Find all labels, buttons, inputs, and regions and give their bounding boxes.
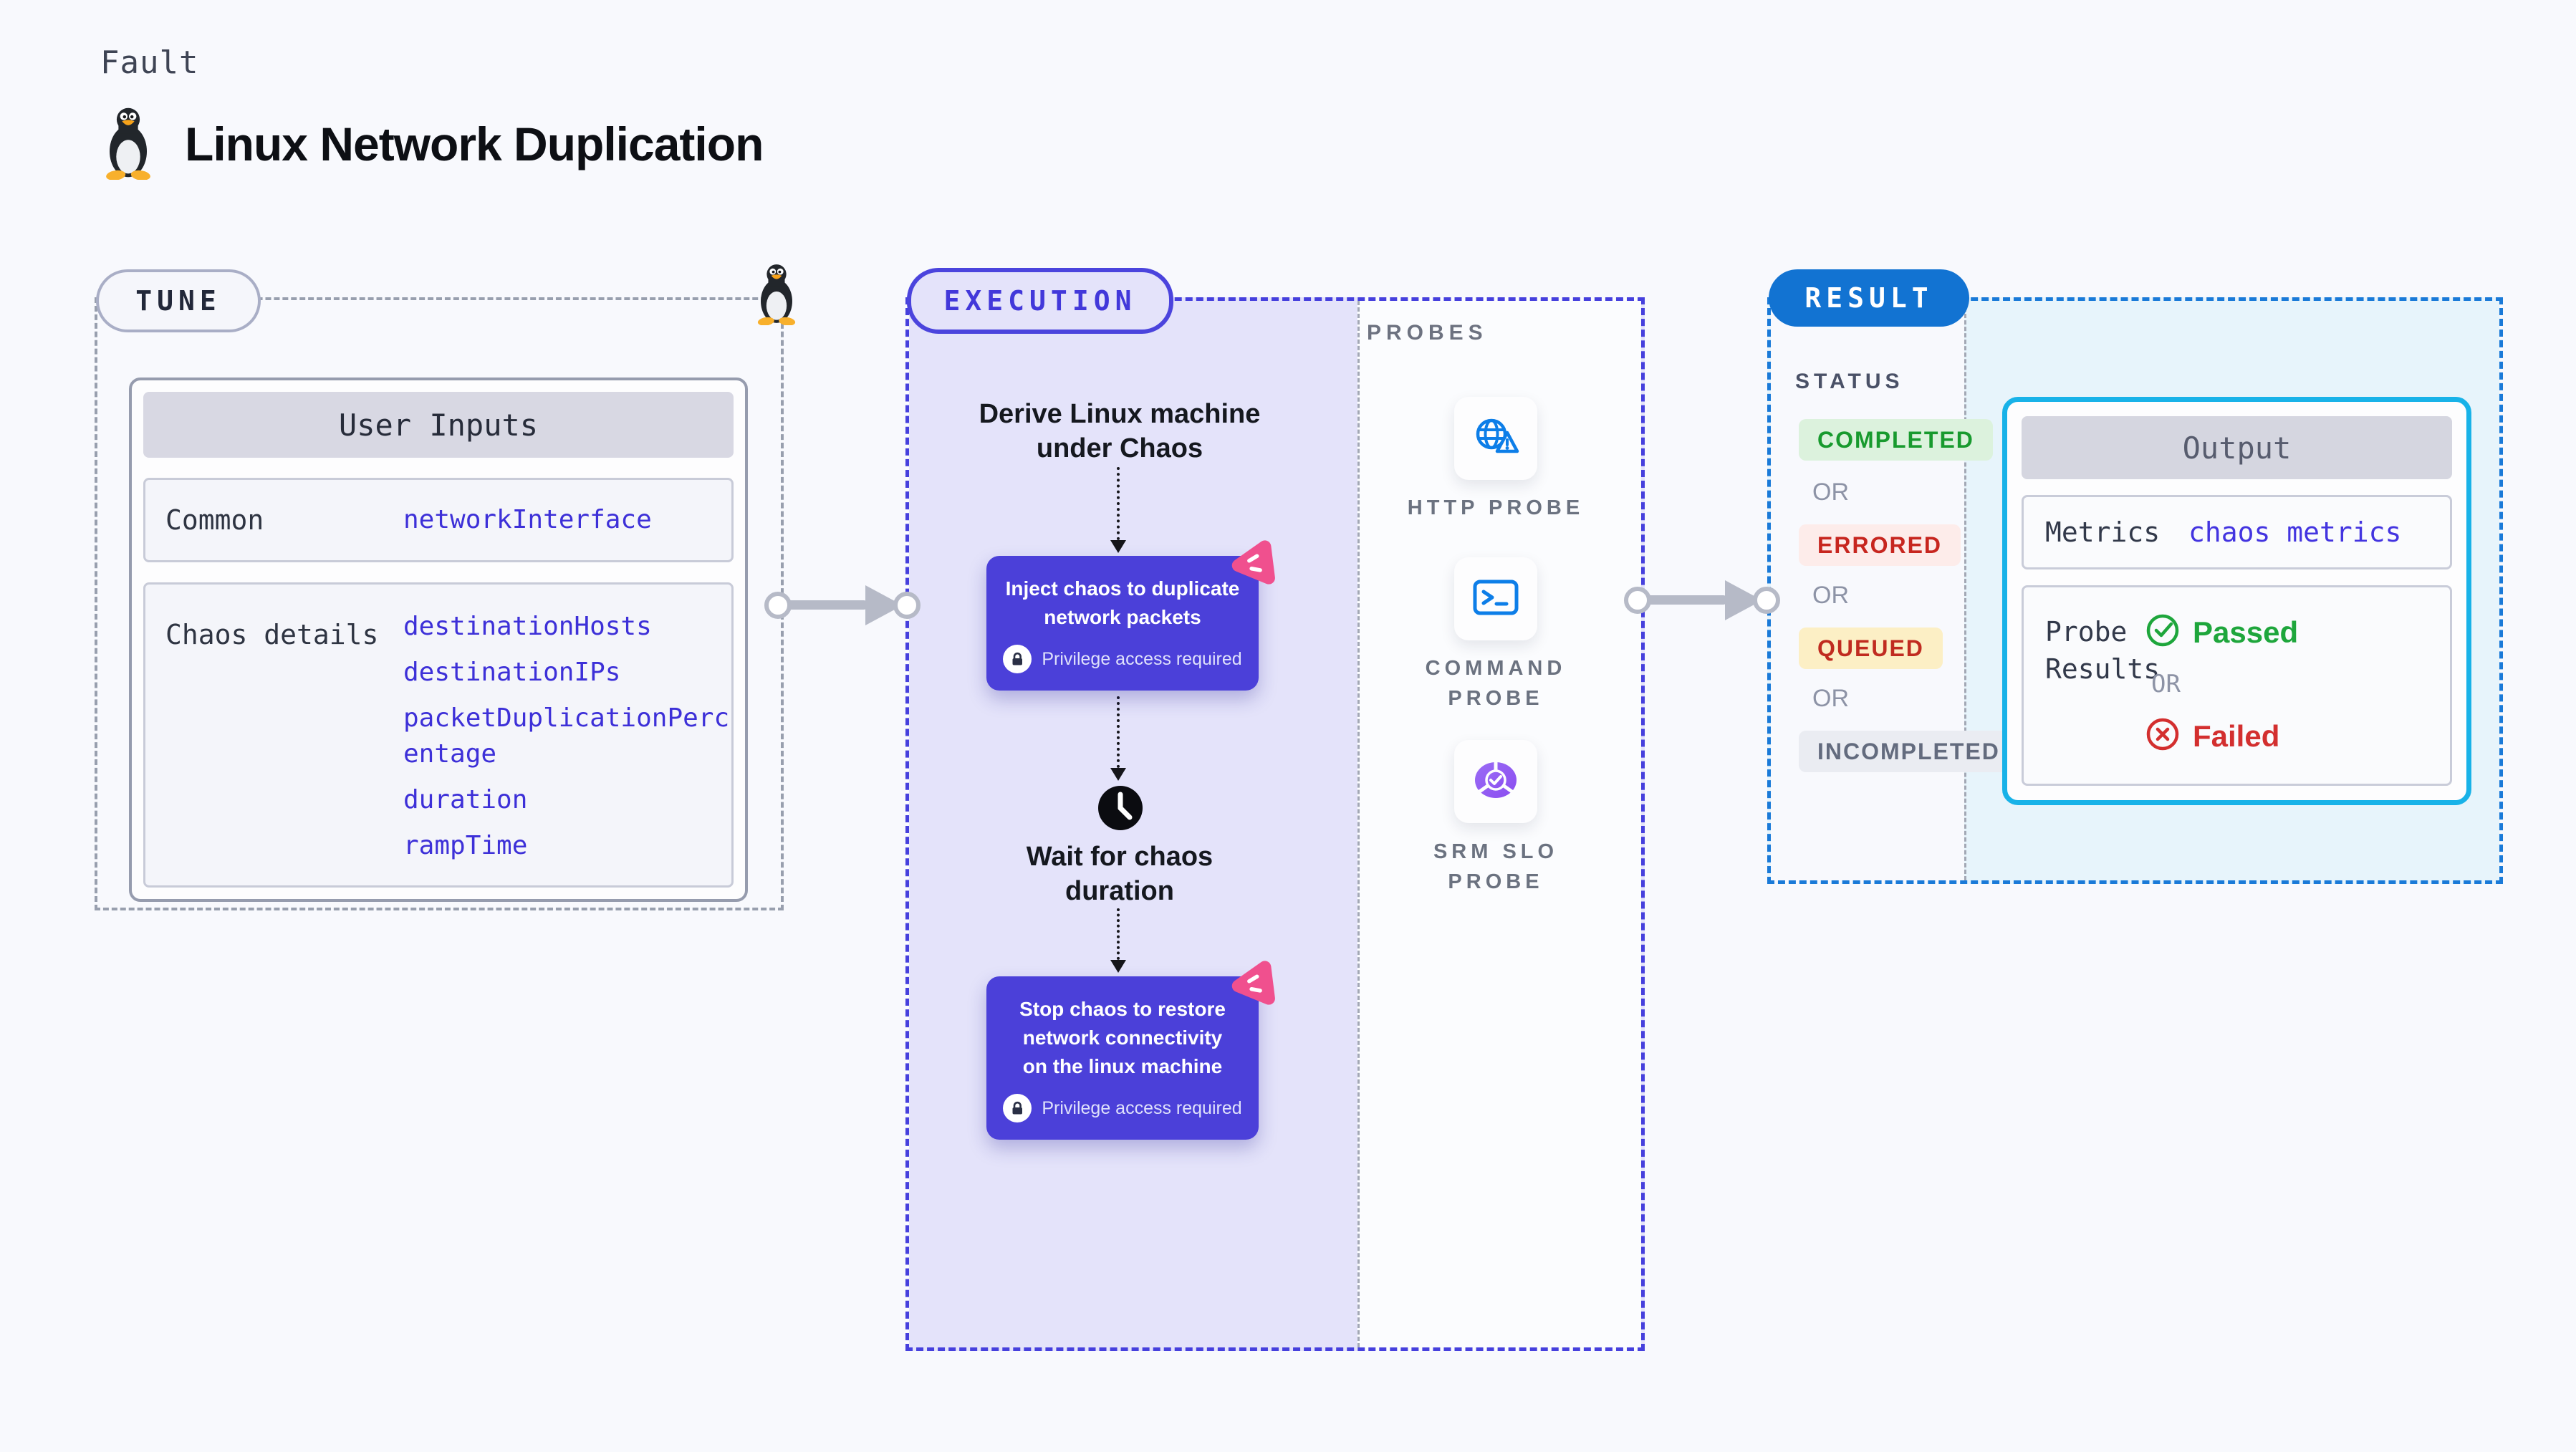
status-output-divider — [1964, 301, 1966, 880]
result-badge: RESULT — [1769, 269, 1969, 327]
donut-check-icon — [1471, 759, 1520, 804]
chaos-pink-icon — [1226, 958, 1276, 1008]
row-label: Metrics — [2045, 516, 2161, 548]
row-label: Probe Results — [2045, 616, 2161, 685]
privilege-note: Privilege access required — [995, 1094, 1250, 1122]
output-table: Output Metrics chaos metrics Probe Resul… — [2002, 397, 2471, 805]
table-row-chaos-details: Chaos details destinationHosts destinati… — [143, 582, 734, 888]
http-probe-card — [1454, 397, 1537, 480]
row-label: Common — [165, 504, 264, 536]
output-row-metrics: Metrics chaos metrics — [2022, 495, 2452, 569]
input-link-rampTime[interactable]: rampTime — [403, 831, 528, 860]
execution-badge: EXECUTION — [907, 268, 1173, 334]
user-inputs-table: User Inputs Common networkInterface Chao… — [129, 378, 748, 902]
status-badge-queued: QUEUED — [1799, 628, 1943, 669]
srm-slo-probe-label: SRM SLO PROBE — [1433, 840, 1559, 893]
step-inject-chaos: Inject chaos to duplicate network packet… — [986, 556, 1259, 691]
step-stop-chaos: Stop chaos to restore network connectivi… — [986, 976, 1259, 1140]
privilege-note: Privilege access required — [995, 645, 1250, 673]
flow-connector-2 — [1110, 696, 1126, 781]
status-badge-errored: ERRORED — [1799, 524, 1961, 566]
probe-result-or: OR — [2151, 670, 2181, 698]
probe-results-values: Passed OR Failed — [2145, 613, 2298, 755]
probes-heading: PROBES — [1367, 321, 1488, 345]
step-wait-duration: Wait for chaos duration — [1026, 842, 1213, 906]
output-header: Output — [2022, 416, 2452, 479]
check-circle-icon — [2145, 613, 2180, 651]
command-probe-card — [1454, 557, 1537, 640]
input-link-duration[interactable]: duration — [403, 785, 528, 814]
output-row-probe-results: Probe Results Passed OR — [2022, 585, 2452, 786]
row-values: networkInterface — [403, 502, 731, 538]
page-title: Linux Network Duplication — [185, 117, 764, 170]
input-link-packetDuplicationPercentage[interactable]: packetDuplicationPercentage — [403, 703, 730, 769]
chaos-pink-icon — [1226, 537, 1276, 587]
status-badge-incompleted: INCOMPLETED — [1799, 731, 2019, 772]
privilege-note-text: Privilege access required — [1042, 648, 1242, 669]
user-inputs-header: User Inputs — [143, 392, 734, 458]
status-heading: STATUS — [1795, 370, 1904, 393]
input-link-networkInterface[interactable]: networkInterface — [403, 505, 652, 534]
status-or: OR — [1812, 685, 1849, 712]
stop-step-text: Stop chaos to restore network connectivi… — [1019, 998, 1226, 1077]
status-badge-completed: COMPLETED — [1799, 419, 1993, 461]
tux-penguin-icon — [100, 105, 156, 183]
status-or: OR — [1812, 582, 1849, 609]
passed-text: Passed — [2193, 615, 2299, 649]
tune-badge: TUNE — [96, 269, 261, 332]
step-derive-machine: Derive Linux machine under Chaos — [979, 399, 1261, 463]
page-header: Linux Network Duplication — [100, 102, 764, 186]
x-circle-icon — [2145, 717, 2180, 755]
srm-slo-probe-card — [1454, 740, 1537, 823]
passed-line: Passed — [2145, 613, 2298, 651]
row-values: destinationHosts destinationIPs packetDu… — [403, 609, 731, 864]
row-label: Chaos details — [165, 619, 379, 650]
input-link-destinationIPs[interactable]: destinationIPs — [403, 658, 621, 687]
lock-icon — [1003, 1094, 1032, 1122]
command-probe-label: COMMAND PROBE — [1425, 657, 1567, 710]
globe-warning-icon — [1470, 414, 1522, 463]
lock-icon — [1003, 645, 1032, 673]
clock-icon — [1097, 785, 1143, 831]
tux-penguin-corner-icon — [754, 262, 799, 329]
http-probe-label: HTTP PROBE — [1407, 496, 1585, 519]
input-link-destinationHosts[interactable]: destinationHosts — [403, 612, 652, 641]
failed-line: Failed — [2145, 717, 2298, 755]
failed-text: Failed — [2193, 718, 2280, 753]
privilege-note-text: Privilege access required — [1042, 1097, 1242, 1118]
flow-connector-3 — [1110, 908, 1126, 973]
status-or: OR — [1812, 479, 1849, 506]
inject-step-text: Inject chaos to duplicate network packet… — [1005, 577, 1240, 628]
terminal-icon — [1472, 577, 1519, 621]
chaos-metrics-link[interactable]: chaos metrics — [2188, 516, 2402, 548]
execution-probes-divider — [1357, 301, 1360, 1347]
flow-connector-1 — [1110, 467, 1126, 553]
fault-eyebrow: Fault — [100, 44, 199, 81]
table-row-common: Common networkInterface — [143, 478, 734, 562]
